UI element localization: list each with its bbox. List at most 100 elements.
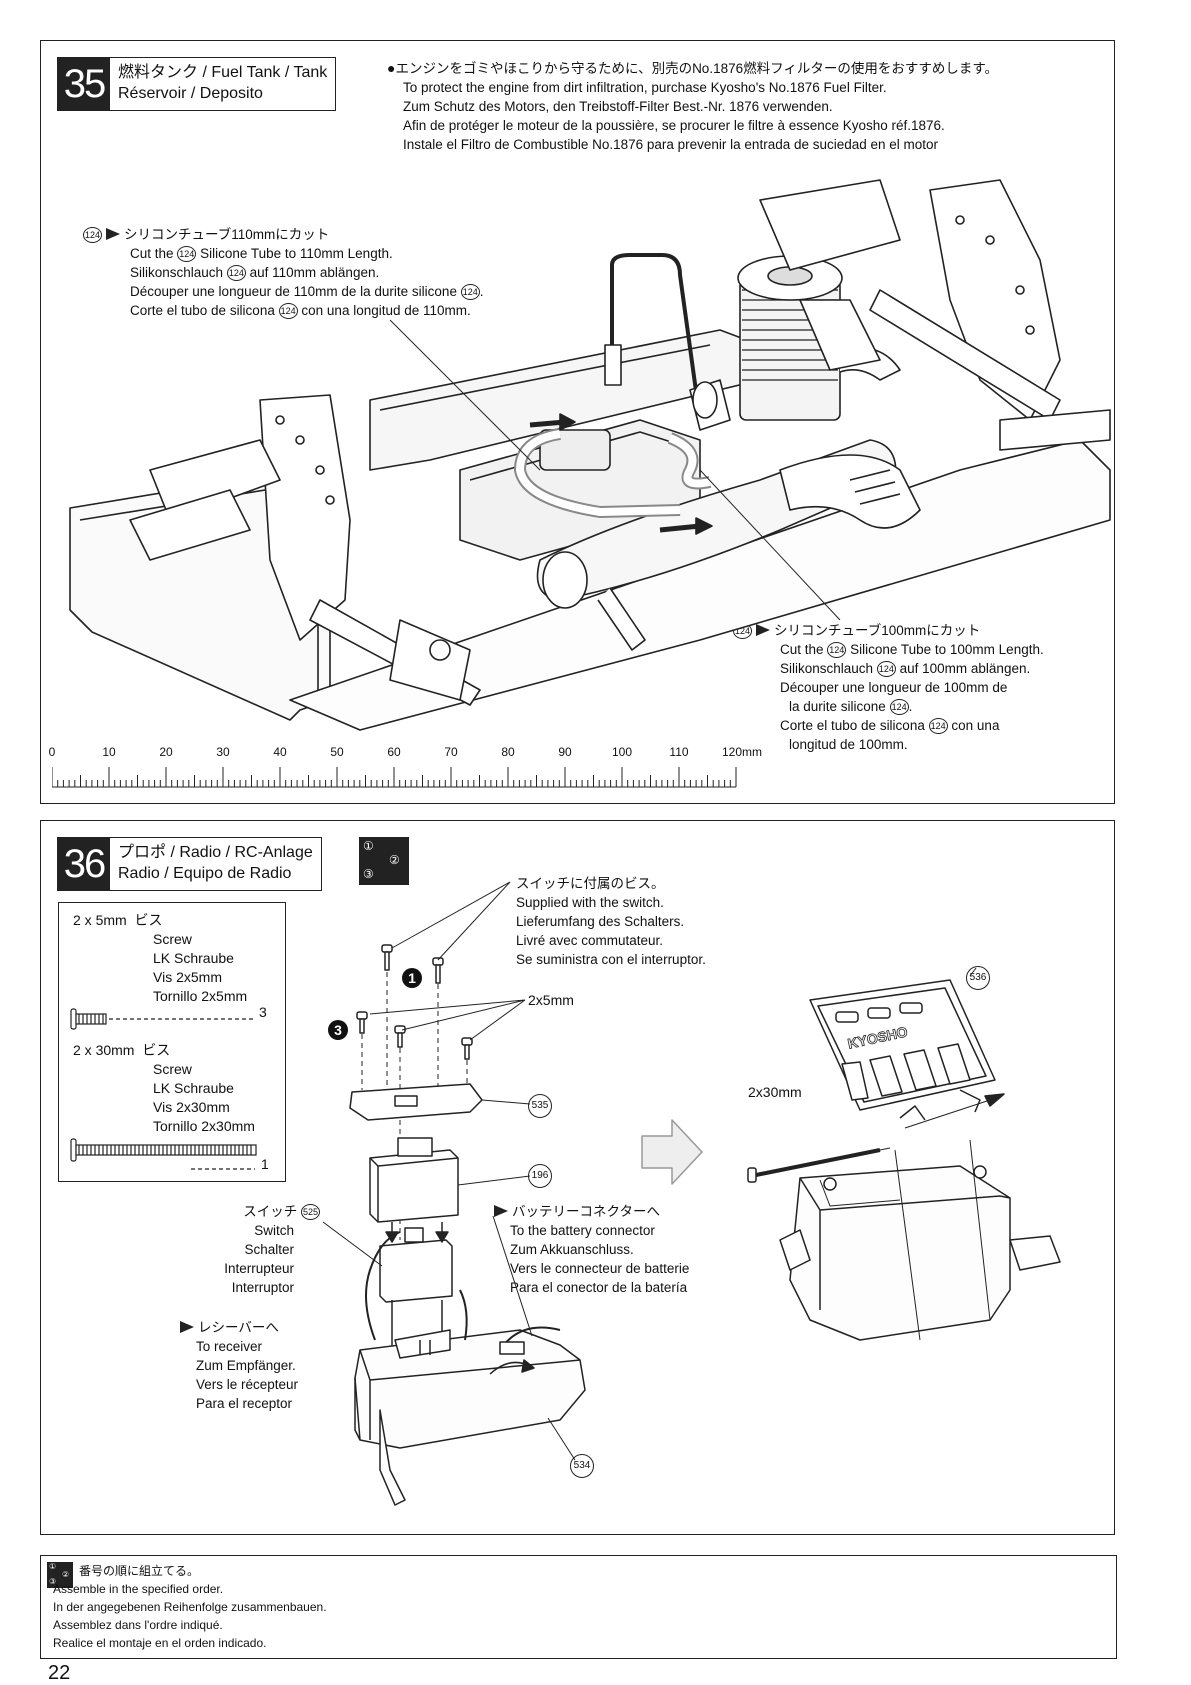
part-124-tag: 124	[177, 246, 197, 262]
step-35-title-line1: 燃料タンク / Fuel Tank / Tank	[118, 64, 328, 81]
screw30-size: 2 x 30mm	[73, 1042, 135, 1058]
arrow-right-icon	[106, 228, 121, 240]
arrow-right-icon	[180, 1321, 194, 1333]
part-124-tag: 124	[460, 284, 480, 300]
screw30-de: LK Schraube	[153, 1080, 234, 1096]
bullet-icon: ●	[387, 60, 396, 76]
ruler-label: 60	[387, 745, 401, 759]
ruler-label: 30	[216, 745, 230, 759]
screw30-es: Tornillo 2x30mm	[153, 1118, 255, 1134]
part-124-tag: 124	[83, 227, 103, 243]
tube-110-en-b: Silicone Tube to 110mm Length.	[200, 246, 393, 261]
step-35-title: 燃料タンク / Fuel Tank / Tank Réservoir / Dep…	[110, 58, 335, 110]
ruler-label: 100	[611, 745, 633, 759]
arrow-right-icon	[756, 624, 771, 636]
receiver-es: Para el receptor	[196, 1396, 293, 1411]
receiver-jp: レシーバーへ	[198, 1320, 279, 1335]
step-badge-2: 2	[514, 1352, 534, 1372]
footer-de: In der angegebenen Reihenfolge zusammenb…	[53, 1600, 327, 1614]
tube-100-es2: longitud de 100mm.	[789, 737, 908, 752]
label-2x5mm: 2x5mm	[528, 992, 574, 1008]
ruler-label: 120mm	[721, 745, 763, 759]
screw30-jp: ビス	[142, 1042, 171, 1058]
callout-196: 196	[528, 1164, 552, 1188]
step-36-title: プロポ / Radio / RC-Anlage Radio / Equipo d…	[110, 838, 321, 890]
supplied-jp: スイッチに付属のビス。	[516, 876, 665, 891]
order-icon-1: ①	[363, 839, 374, 853]
tube-110-de-b: auf 110mm ablängen.	[249, 265, 380, 280]
footer-en: Assemble in the specified order.	[53, 1582, 224, 1596]
screw5-size: 2 x 5mm	[73, 912, 127, 928]
screw30-en: Screw	[153, 1061, 192, 1077]
switch-label: スイッチ 525 Switch Schalter Interrupteur In…	[200, 1202, 320, 1297]
step-36-header: 36 プロポ / Radio / RC-Anlage Radio / Equip…	[57, 837, 322, 891]
order-icon-2: ②	[389, 853, 400, 867]
ruler-label: 20	[159, 745, 173, 759]
tube-100-en-b: Silicone Tube to 100mm Length.	[850, 642, 1044, 657]
step-35-title-line2: Réservoir / Deposito	[118, 85, 263, 102]
battery-jp: バッテリーコネクターへ	[512, 1204, 660, 1219]
supplied-de: Lieferumfang des Schalters.	[516, 914, 685, 929]
screw30-qty: 1	[261, 1156, 269, 1172]
receiver-label: レシーバーへ To receiver Zum Empfänger. Vers l…	[176, 1318, 298, 1413]
assembly-order-icon: ① ② ③	[359, 837, 409, 885]
receiver-de: Zum Empfänger.	[196, 1358, 296, 1373]
footer-jp: 番号の順に組立てる。	[79, 1564, 200, 1578]
callout-535: 535	[528, 1094, 552, 1118]
assembly-order-icon: ① ② ③	[47, 1562, 73, 1588]
switch-fr: Interrupteur	[224, 1261, 294, 1276]
label-2x30mm: 2x30mm	[748, 1084, 802, 1100]
page-number: 22	[48, 1662, 71, 1684]
step-35-panel: 35 燃料タンク / Fuel Tank / Tank Réservoir / …	[40, 40, 1115, 804]
screw5-de: LK Schraube	[153, 950, 234, 966]
ruler-ticks	[52, 767, 737, 788]
fuel-filter-note: ●エンジンをゴミやほこりから守るために、別売のNo.1876燃料フィルターの使用…	[387, 59, 998, 154]
part-124-tag: 124	[876, 661, 896, 677]
ruler-label: 40	[273, 745, 287, 759]
battery-fr: Vers le connecteur de batterie	[510, 1261, 690, 1276]
part-525-tag: 525	[300, 1204, 320, 1220]
step-36-title-line1: プロポ / Radio / RC-Anlage	[118, 844, 313, 861]
screw-2x30-icon	[70, 1138, 257, 1170]
ruler-label: 10	[102, 745, 116, 759]
ruler-label: 90	[558, 745, 572, 759]
parts-list-box: 2 x 5mm ビス Screw LK Schraube Vis 2x5mm T…	[58, 902, 286, 1182]
screw-icons	[70, 1008, 257, 1170]
tube-110-fr-b: .	[479, 284, 484, 299]
battery-es: Para el conector de la batería	[510, 1280, 688, 1295]
tube-100-es-b: con una	[951, 718, 1000, 733]
footer-fr: Assemblez dans l'ordre indiqué.	[53, 1618, 223, 1632]
ruler-label: 80	[501, 745, 515, 759]
tube-100-jp: シリコンチューブ100mmにカット	[774, 623, 981, 638]
step-36-title-line2: Radio / Equipo de Radio	[118, 865, 292, 882]
tube-110-es-b: con una longitud de 110mm.	[301, 303, 471, 318]
note-en: To protect the engine from dirt infiltra…	[403, 80, 887, 95]
note-jp: エンジンをゴミやほこりから守るために、別売のNo.1876燃料フィルターの使用を…	[395, 61, 998, 76]
part-124-tag: 124	[827, 642, 847, 658]
part-124-tag: 124	[928, 718, 948, 734]
receiver-fr: Vers le récepteur	[196, 1377, 299, 1392]
tube-110-en-a: Cut the	[130, 246, 174, 261]
screw5-qty: 3	[259, 1004, 267, 1020]
tube-110-jp: シリコンチューブ110mmにカット	[124, 227, 330, 242]
switch-es: Interruptor	[231, 1280, 294, 1295]
ruler-label: 70	[444, 745, 458, 759]
tube-110-de-a: Silikonschlauch	[130, 265, 224, 280]
tube-110-fr-a: Découper une longueur de 110mm de la dur…	[130, 284, 457, 299]
arrow-right-icon	[494, 1205, 508, 1217]
ruler-tick-marks	[52, 767, 737, 788]
order-icon-1: ①	[49, 1562, 57, 1571]
part-124-tag: 124	[889, 699, 909, 715]
supplied-fr: Livré avec commutateur.	[516, 933, 664, 948]
tube-100-es-a: Corte el tubo de silicona	[780, 718, 925, 733]
screw5-en: Screw	[153, 931, 192, 947]
screw5-es: Tornillo 2x5mm	[153, 988, 248, 1004]
part-124-tag: 124	[733, 623, 753, 639]
supplied-with-switch: スイッチに付属のビス。 Supplied with the switch. Li…	[516, 874, 706, 969]
tube-110-instruction: 124 シリコンチューブ110mmにカット Cut the 124 Silicon…	[83, 225, 484, 320]
step-badge-3: 3	[328, 1020, 348, 1040]
screw5-fr: Vis 2x5mm	[153, 969, 222, 985]
part-124-tag: 124	[278, 303, 298, 319]
callout-536: 536	[966, 966, 990, 990]
order-icon-3: ③	[49, 1577, 57, 1586]
